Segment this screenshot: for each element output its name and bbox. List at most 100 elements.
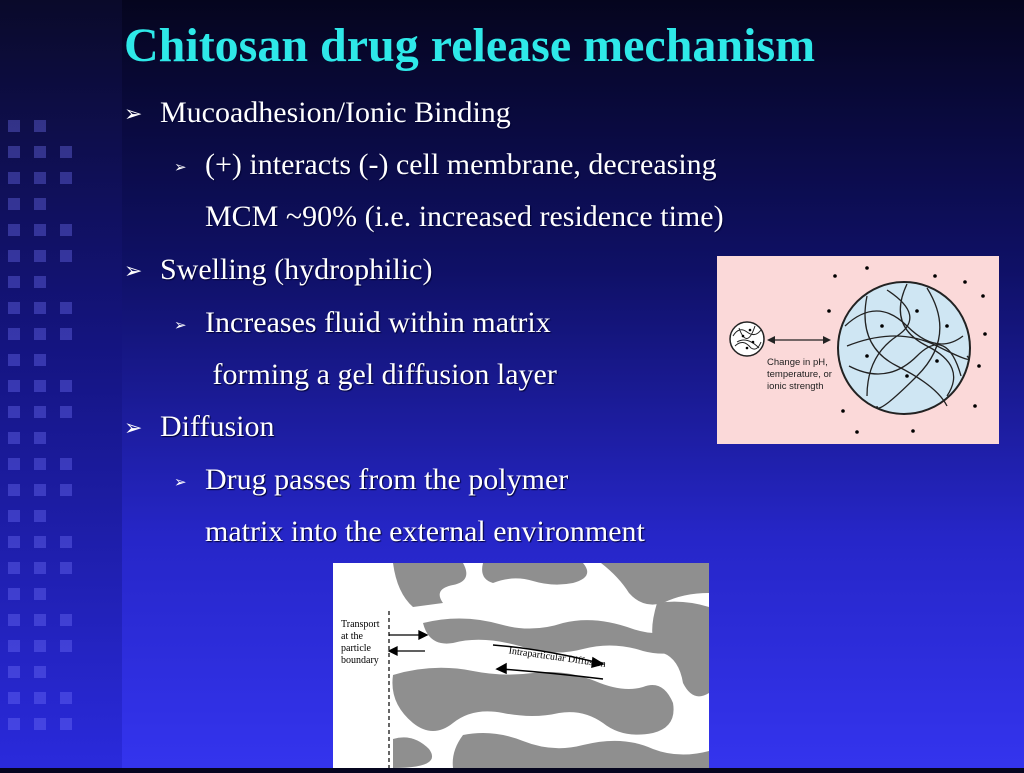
decor-square: [8, 302, 20, 314]
diffusion-diagram: Transport at the particle boundary Intra…: [341, 563, 709, 768]
decor-square: [8, 224, 20, 236]
decor-square: [60, 406, 72, 418]
transport-label-line3: particle: [341, 643, 372, 654]
decor-square: [60, 146, 72, 158]
sub-bullet-swelling-line2: forming a gel diffusion layer: [205, 358, 557, 391]
decor-square: [8, 354, 20, 366]
transport-label-line4: boundary: [341, 655, 379, 666]
decor-square: [34, 510, 46, 522]
decor-square: [60, 692, 72, 704]
decor-square: [8, 536, 20, 548]
double-arrow-icon: [767, 336, 831, 344]
decor-square: [34, 120, 46, 132]
decor-square: [60, 172, 72, 184]
bullet-diffusion: Diffusion: [160, 410, 275, 443]
bullet-swelling: Swelling (hydrophilic): [160, 253, 433, 286]
decor-square: [34, 224, 46, 236]
decor-square: [8, 380, 20, 392]
decor-square: [34, 198, 46, 210]
decor-square: [60, 458, 72, 470]
condition-label-line1: Change in pH,: [767, 357, 828, 368]
decor-square: [8, 198, 20, 210]
decor-square: [60, 536, 72, 548]
slide-title: Chitosan drug release mechanism: [124, 19, 816, 72]
decor-square: [60, 250, 72, 262]
arrowhead-icon: ➢: [124, 416, 143, 441]
condition-label-line3: ionic strength: [767, 381, 824, 392]
decor-square: [34, 432, 46, 444]
decor-square: [34, 250, 46, 262]
decor-square: [8, 328, 20, 340]
decor-square: [8, 718, 20, 730]
decor-square: [34, 328, 46, 340]
decor-square: [34, 640, 46, 652]
swelling-figure: Change in pH, temperature, or ionic stre…: [717, 256, 999, 444]
decor-square: [8, 640, 20, 652]
bullet-mucoadhesion: Mucoadhesion/Ionic Binding: [160, 96, 511, 129]
decor-square: [60, 718, 72, 730]
small-arrowhead-icon: ➢: [174, 316, 187, 334]
decor-square: [8, 692, 20, 704]
decor-square: [34, 614, 46, 626]
decor-square: [8, 484, 20, 496]
decor-square: [8, 276, 20, 288]
decor-square: [34, 666, 46, 678]
decor-square: [8, 432, 20, 444]
decor-square: [8, 250, 20, 262]
arrowhead-icon: ➢: [124, 102, 143, 127]
released-drug-dots: [827, 266, 987, 434]
transport-label-line1: Transport: [341, 619, 380, 630]
decor-square: [34, 588, 46, 600]
decor-square: [60, 302, 72, 314]
decor-square: [8, 510, 20, 522]
decor-square: [34, 406, 46, 418]
transport-label-line2: at the: [341, 631, 363, 642]
decor-square: [34, 562, 46, 574]
decor-square: [8, 406, 20, 418]
sub-bullet-mucoadhesion-line2: MCM ~90% (i.e. increased residence time): [205, 200, 724, 233]
boundary-arrows-icon: [387, 629, 429, 657]
decor-square: [60, 614, 72, 626]
sub-bullet-diffusion-line1: Drug passes from the polymer: [205, 463, 569, 496]
decor-square: [60, 328, 72, 340]
left-decor-band: [0, 0, 122, 768]
decor-square: [34, 380, 46, 392]
decor-square: [34, 172, 46, 184]
sub-bullet-mucoadhesion-line1: (+) interacts (-) cell membrane, decreas…: [205, 148, 717, 181]
condition-label-line2: temperature, or: [767, 369, 832, 380]
decor-square: [8, 614, 20, 626]
decor-square: [60, 640, 72, 652]
decor-square: [34, 536, 46, 548]
decor-square: [60, 484, 72, 496]
swelling-diagram: Change in pH, temperature, or ionic stre…: [729, 266, 987, 434]
decor-square: [60, 562, 72, 574]
decor-square: [8, 562, 20, 574]
swollen-gel-particle: [837, 281, 971, 415]
decor-square: [8, 666, 20, 678]
diffusion-figure: Transport at the particle boundary Intra…: [333, 563, 709, 768]
decor-square: [34, 484, 46, 496]
collapsed-particle: [729, 321, 765, 357]
decor-square: [8, 588, 20, 600]
decor-squares: [0, 120, 122, 768]
decor-square: [34, 276, 46, 288]
decor-square: [8, 172, 20, 184]
small-arrowhead-icon: ➢: [174, 473, 187, 491]
decor-square: [60, 380, 72, 392]
decor-square: [34, 146, 46, 158]
decor-square: [34, 458, 46, 470]
arrowhead-icon: ➢: [124, 259, 143, 284]
decor-square: [34, 302, 46, 314]
diffusion-arrows-icon: [492, 644, 605, 680]
decor-square: [8, 458, 20, 470]
decor-square: [34, 692, 46, 704]
sub-bullet-diffusion-line2: matrix into the external environment: [205, 515, 645, 548]
decor-square: [34, 718, 46, 730]
sub-bullet-swelling-line1: Increases fluid within matrix: [205, 306, 551, 339]
polymer-matrix-regions: [392, 563, 709, 768]
small-arrowhead-icon: ➢: [174, 158, 187, 176]
decor-square: [34, 354, 46, 366]
decor-square: [8, 146, 20, 158]
decor-square: [60, 224, 72, 236]
decor-square: [8, 120, 20, 132]
